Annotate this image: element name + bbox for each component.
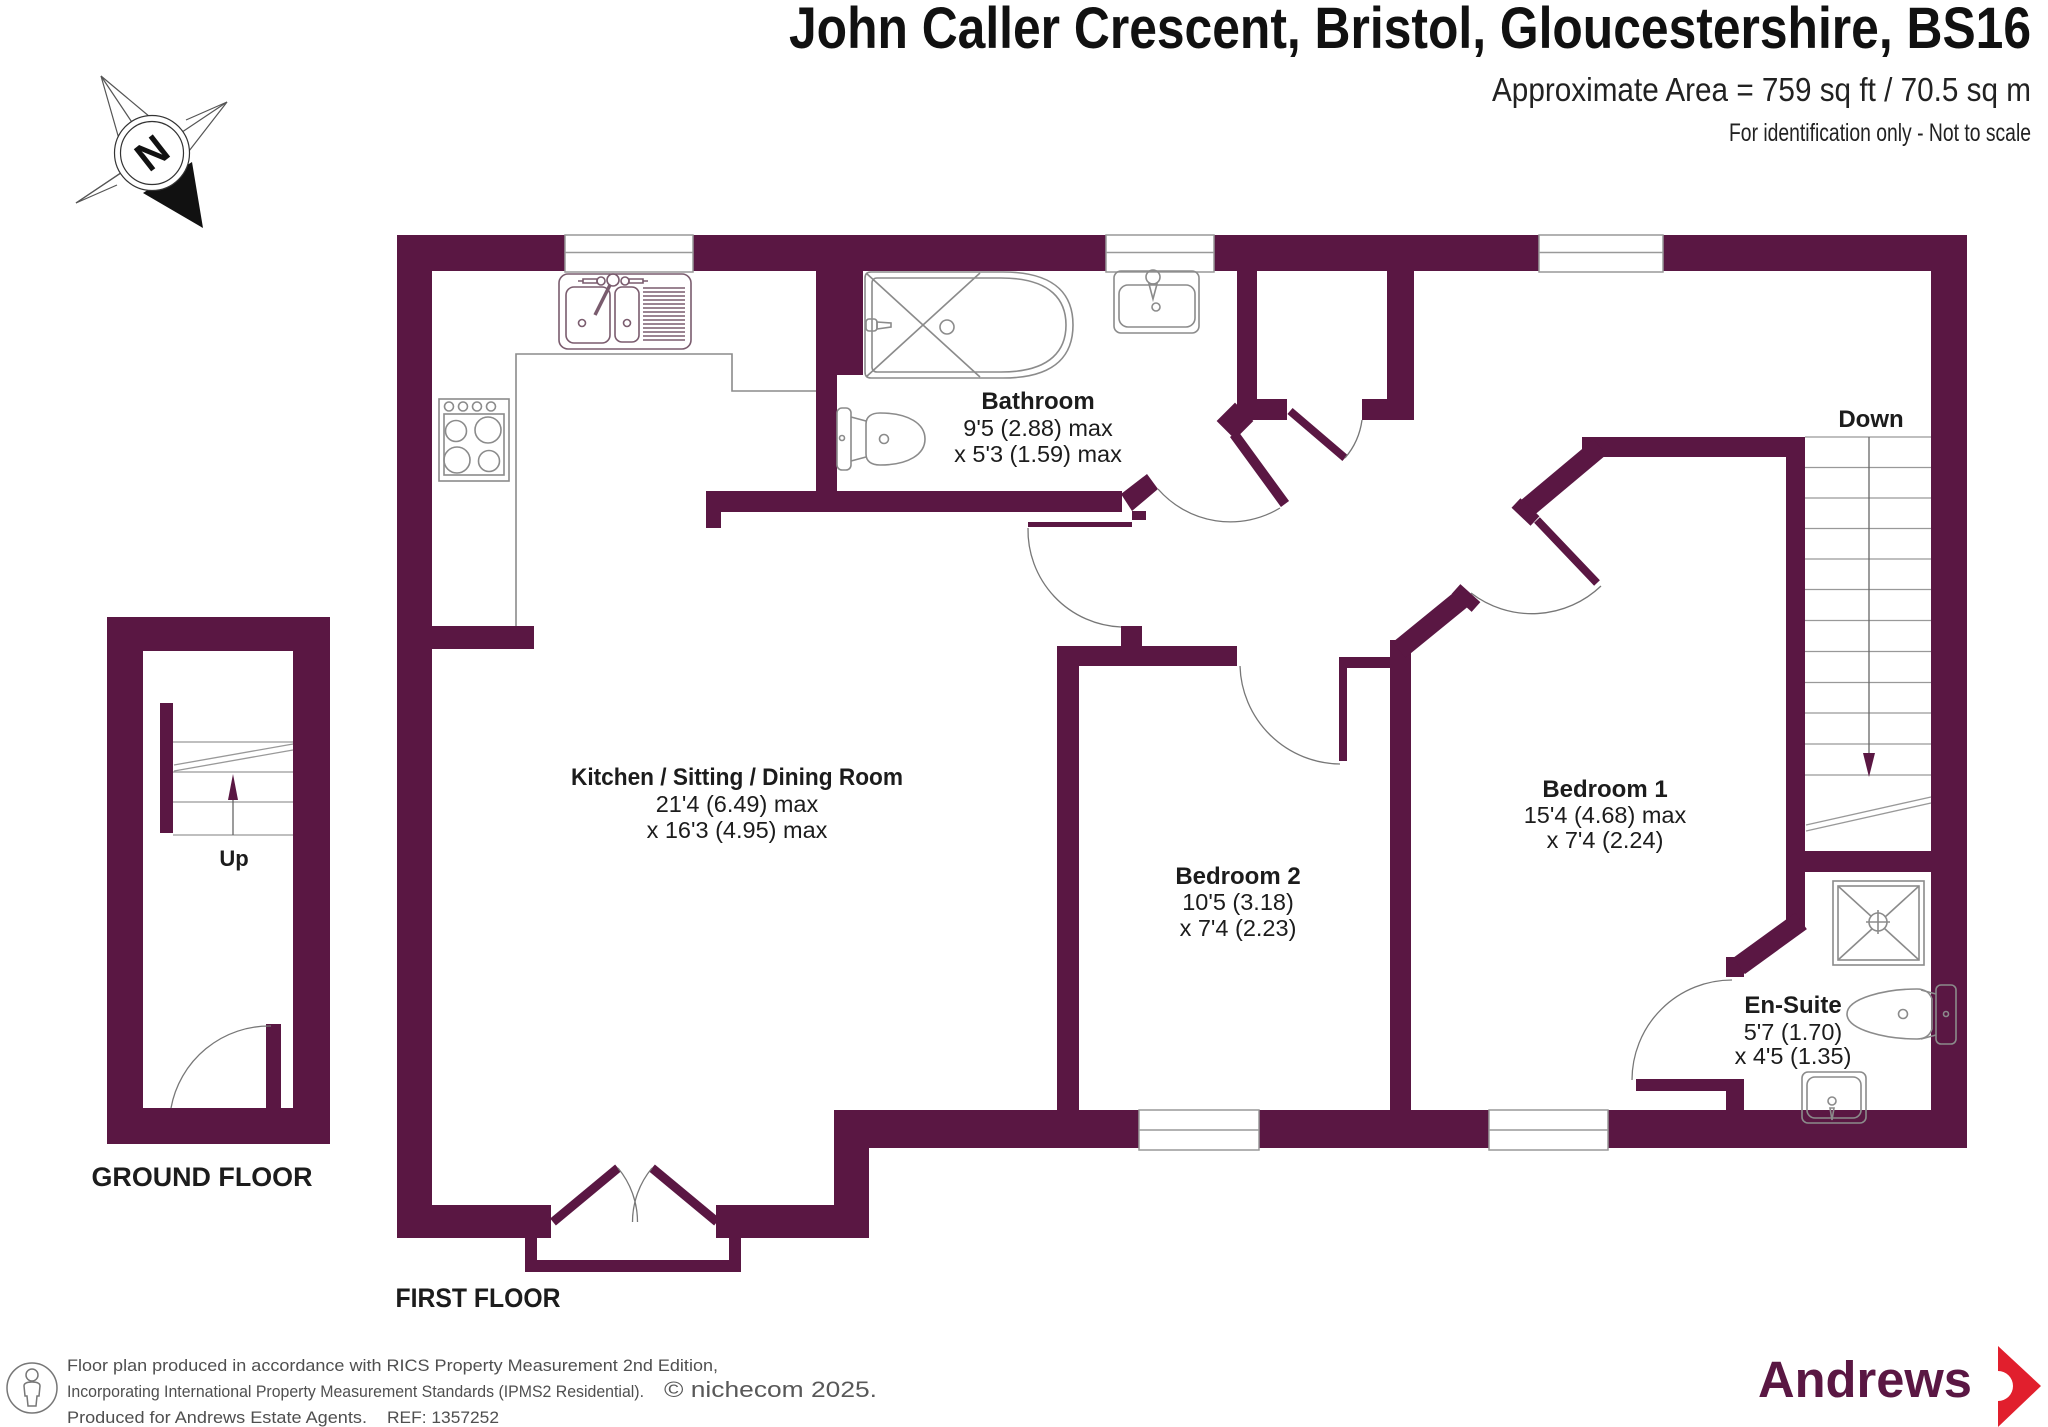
svg-text:Floor plan produced in accorda: Floor plan produced in accordance with R… <box>67 1356 718 1375</box>
svg-text:Incorporating International Pr: Incorporating International Property Mea… <box>67 1382 644 1401</box>
svg-text:En-Suite: En-Suite <box>1744 992 1841 1019</box>
svg-text:Produced for Andrews Estate Ag: Produced for Andrews Estate Agents. <box>67 1408 367 1427</box>
svg-text:5'7 (1.70): 5'7 (1.70) <box>1744 1019 1843 1045</box>
svg-text:Kitchen / Sitting / Dining Roo: Kitchen / Sitting / Dining Room <box>571 764 903 791</box>
svg-text:x 4'5 (1.35): x 4'5 (1.35) <box>1735 1043 1852 1069</box>
svg-text:Down: Down <box>1838 406 1903 433</box>
svg-text:© nichecom 2025.: © nichecom 2025. <box>664 1377 877 1402</box>
svg-text:Bathroom: Bathroom <box>981 388 1094 415</box>
svg-text:x 16'3 (4.95) max: x 16'3 (4.95) max <box>647 817 828 843</box>
svg-text:21'4 (6.49) max: 21'4 (6.49) max <box>656 791 819 817</box>
svg-text:15'4 (4.68) max: 15'4 (4.68) max <box>1524 802 1687 828</box>
svg-text:FIRST FLOOR: FIRST FLOOR <box>396 1283 561 1313</box>
svg-text:GROUND FLOOR: GROUND FLOOR <box>92 1162 313 1192</box>
svg-text:Bedroom 1: Bedroom 1 <box>1542 776 1667 803</box>
svg-text:9'5 (2.88) max: 9'5 (2.88) max <box>963 415 1113 441</box>
svg-text:Bedroom 2: Bedroom 2 <box>1175 863 1300 890</box>
svg-text:John Caller Crescent, Bristol,: John Caller Crescent, Bristol, Glouceste… <box>789 0 2031 61</box>
svg-text:REF: 1357252: REF: 1357252 <box>387 1408 499 1427</box>
svg-text:x 7'4 (2.24): x 7'4 (2.24) <box>1547 827 1664 853</box>
svg-text:Andrews: Andrews <box>1758 1351 1972 1408</box>
svg-text:For identification only - Not: For identification only - Not to scale <box>1729 119 2031 147</box>
svg-text:Approximate Area = 759 sq ft /: Approximate Area = 759 sq ft / 70.5 sq m <box>1492 71 2031 108</box>
svg-text:10'5 (3.18): 10'5 (3.18) <box>1182 889 1294 915</box>
svg-text:Up: Up <box>219 846 248 871</box>
svg-text:x 7'4 (2.23): x 7'4 (2.23) <box>1180 915 1297 941</box>
svg-text:x 5'3 (1.59) max: x 5'3 (1.59) max <box>954 441 1122 467</box>
